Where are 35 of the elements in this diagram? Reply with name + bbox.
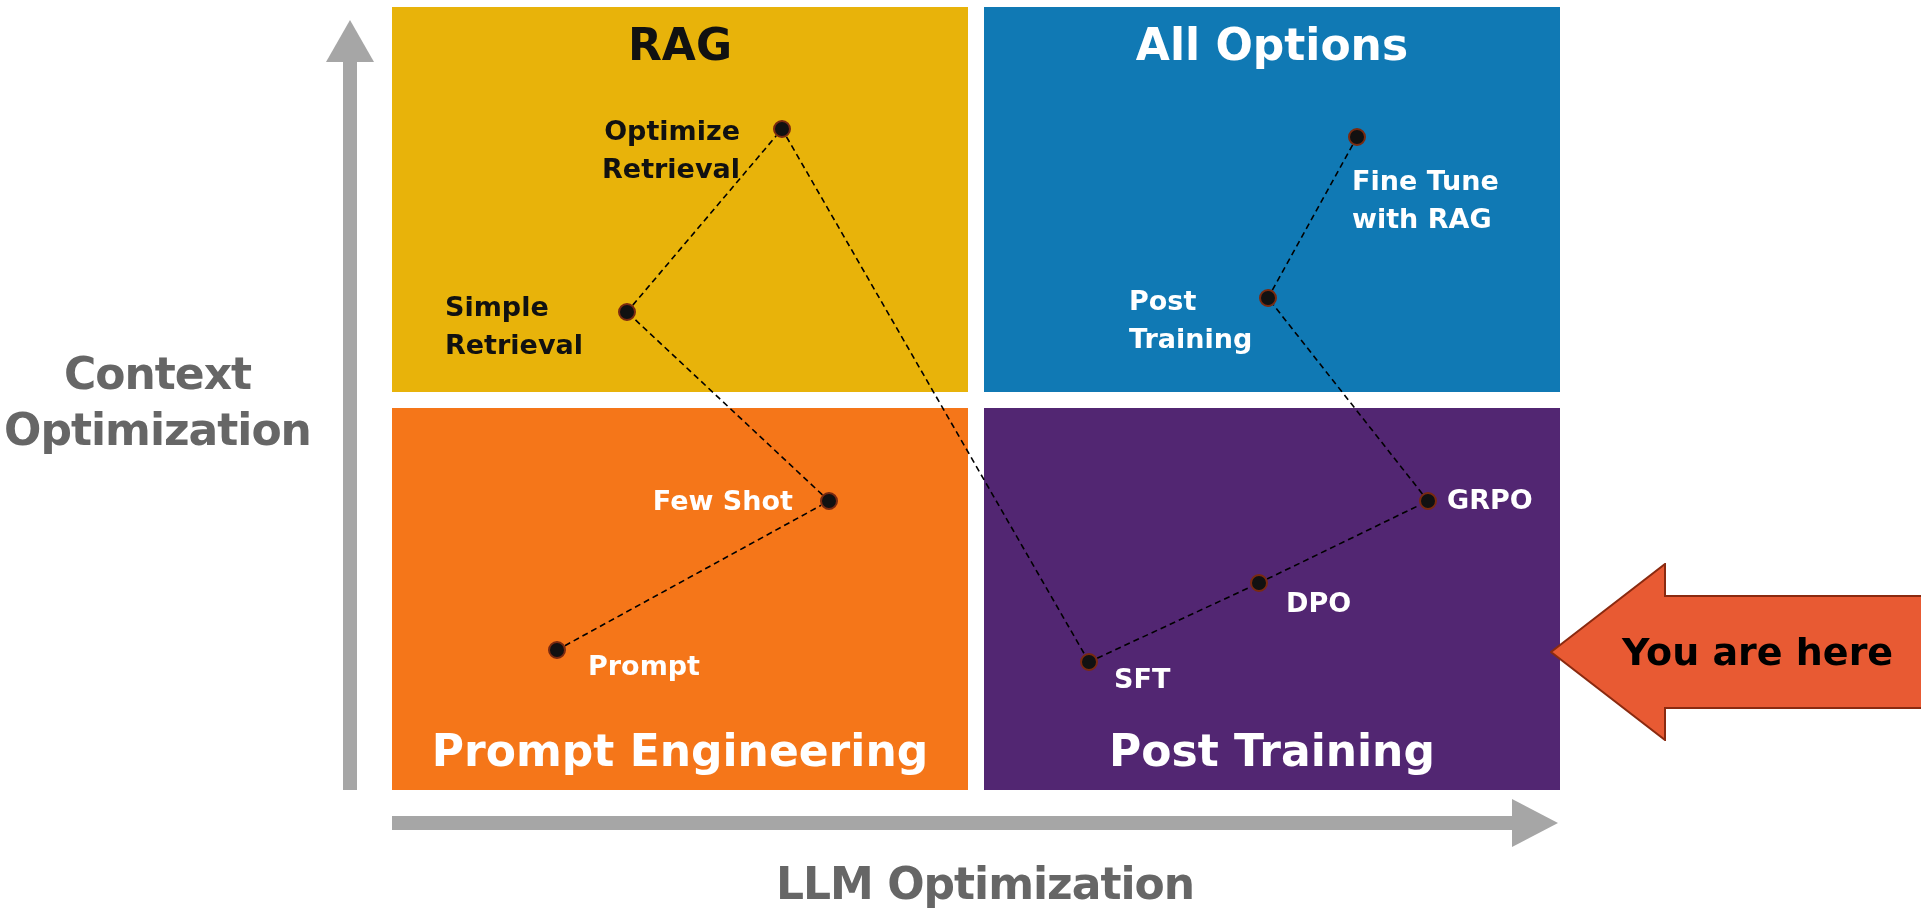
data-point <box>1080 653 1098 671</box>
data-point <box>1419 492 1437 510</box>
data-point <box>548 641 566 659</box>
callout-arrow <box>1550 563 1921 741</box>
callout-text: You are here <box>1622 629 1894 675</box>
axis-title: LLM Optimization <box>774 857 1196 911</box>
point-label: Fine Tune with RAG <box>1352 164 1500 236</box>
point-label: Prompt <box>588 649 702 683</box>
axis-title: Context Optimization <box>3 347 312 457</box>
point-label: Post Training <box>1129 284 1254 356</box>
point-label: Optimize Retrieval <box>601 114 740 186</box>
data-point <box>1259 289 1277 307</box>
quadrant-title: Prompt Engineering <box>430 725 930 776</box>
quadrant-panel <box>392 408 968 790</box>
data-point <box>618 303 636 321</box>
point-label: Few Shot <box>651 484 793 518</box>
quadrant-panel <box>984 408 1560 790</box>
quadrant-panel <box>392 7 968 392</box>
point-label: GRPO <box>1447 483 1534 517</box>
dashed-connector <box>785 136 1086 655</box>
quadrant-panel <box>984 7 1560 392</box>
dashed-connector <box>632 317 824 496</box>
dashed-connector <box>1271 144 1354 291</box>
dashed-connector <box>564 504 822 647</box>
quadrant-title: All Options <box>1134 19 1410 70</box>
point-label: Simple Retrieval <box>445 290 584 362</box>
data-point <box>773 120 791 138</box>
quadrant-title: Post Training <box>1108 725 1436 776</box>
point-label: DPO <box>1286 586 1353 620</box>
data-point <box>1348 128 1366 146</box>
dashed-connector <box>632 135 777 306</box>
point-label: SFT <box>1114 662 1172 696</box>
data-point <box>820 492 838 510</box>
quadrant-title: RAG <box>626 19 734 70</box>
data-point <box>1250 574 1268 592</box>
